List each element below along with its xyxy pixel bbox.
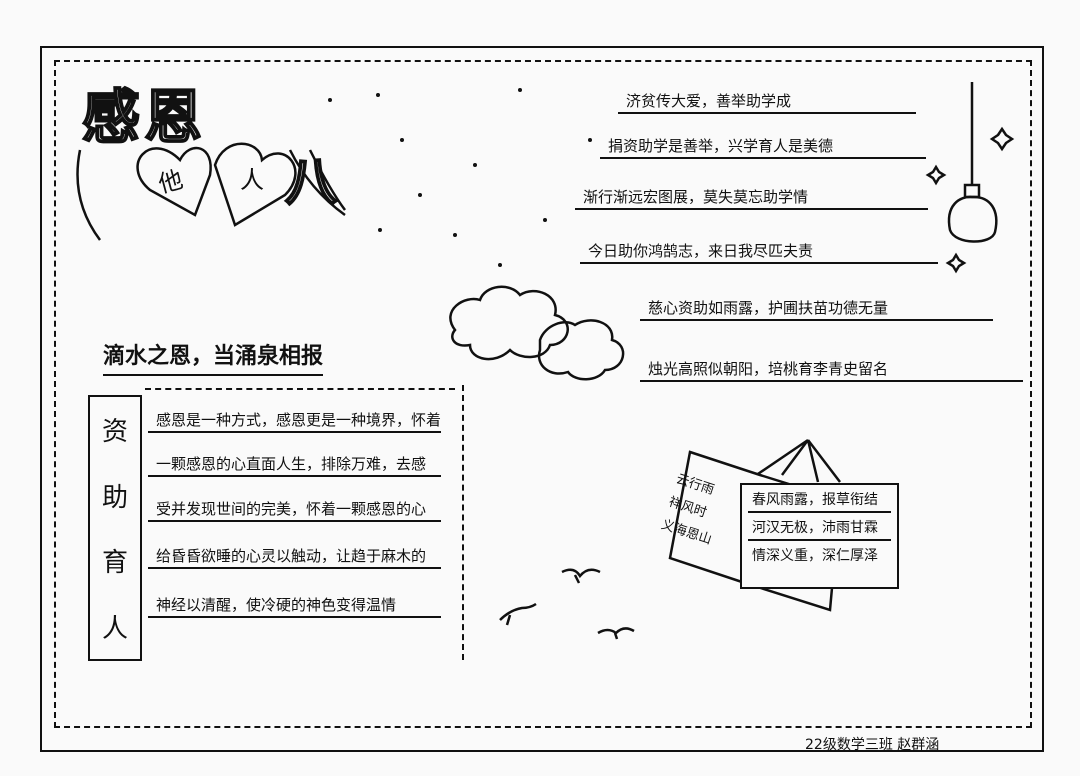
sparkle-icon	[945, 252, 967, 274]
inner-dashed-border	[54, 60, 1032, 728]
cloud-icon	[537, 319, 625, 381]
vertical-char: 人	[101, 613, 128, 644]
slogan-line: 烛光高照似朝阳，培桃育李青史留名	[640, 358, 1023, 382]
vertical-char: 育	[101, 548, 128, 579]
signature: 22级数学三班 赵群涵	[805, 737, 940, 753]
paragraph-line: 受并发现世间的完美，怀着一颗感恩的心	[148, 498, 441, 522]
paragraph-line: 一颗感恩的心直面人生，排除万难，去感	[148, 453, 441, 477]
sparkle-icon	[989, 126, 1015, 152]
sparkle-icon	[925, 164, 947, 186]
vertical-title-box: 资 助 育 人	[88, 395, 142, 661]
title-tail: 八	[284, 151, 342, 214]
card-line: 情深义重，深仁厚泽	[752, 548, 878, 564]
front-card: 春风雨露，报草衔结 河汉无极，沛雨甘霖 情深义重，深仁厚泽	[740, 483, 899, 589]
bird-icon	[561, 568, 601, 584]
heading-dashes	[145, 388, 455, 390]
cloud-icon	[449, 285, 569, 361]
slogan-line: 今日助你鸿鹄志，来日我尽匹夫责	[580, 240, 938, 264]
section-heading: 滴水之恩，当涌泉相报	[103, 338, 324, 376]
star-dots	[328, 88, 592, 267]
heart-left-icon	[136, 146, 212, 217]
vertical-char: 助	[101, 482, 128, 513]
slogan-line: 济贫传大爱，善举助学成	[618, 90, 916, 114]
paragraph-line: 感恩是一种方式，感恩更是一种境界，怀着	[148, 409, 441, 433]
paragraph-line: 给昏昏欲睡的心灵以触动，让趋于麻木的	[148, 545, 441, 569]
slogan-line: 慈心资助如雨露，护圃扶苗功德无量	[640, 297, 993, 321]
title-heart-right: 人	[240, 166, 264, 194]
card-line: 河汉无极，沛雨甘霖	[748, 517, 891, 541]
bird-icon	[499, 602, 537, 626]
heart-right-icon	[213, 142, 297, 227]
paragraph-line: 神经以清醒，使冷硬的神色变得温情	[148, 594, 441, 618]
swoosh-icon	[76, 149, 347, 241]
card-line: 春风雨露，报草衔结	[748, 489, 891, 513]
bird-icon	[597, 627, 635, 640]
slogan-line: 捐资助学是善举，兴学育人是美德	[600, 135, 926, 159]
slogan-line: 渐行渐远宏图展，莫失莫忘助学情	[575, 186, 928, 210]
title-main: 感恩	[81, 82, 207, 152]
section-dashes	[462, 385, 464, 660]
outer-border	[40, 46, 1044, 752]
hanging-lamp-icon	[947, 82, 998, 243]
vertical-char: 资	[101, 417, 128, 448]
